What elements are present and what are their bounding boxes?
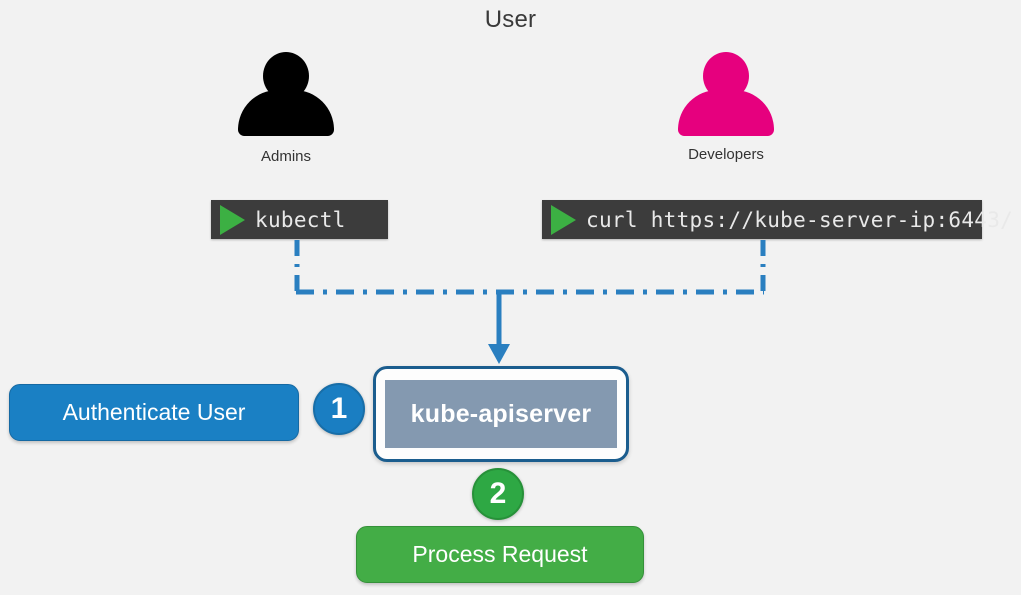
arrowhead-icon (488, 344, 510, 364)
developers-label: Developers (688, 146, 764, 163)
process-request-label: Process Request (412, 541, 588, 567)
curl-command-text: curl https://kube-server-ip:6443/ (586, 207, 1014, 232)
step-1-number: 1 (330, 392, 348, 425)
kube-apiserver-box: kube-apiserver (373, 366, 629, 462)
authenticate-user-label: Authenticate User (62, 399, 246, 425)
page-title: User (484, 6, 537, 33)
authenticate-user-button[interactable]: Authenticate User (9, 384, 299, 441)
kubectl-command-text: kubectl (255, 207, 346, 232)
admins-person-icon (238, 52, 334, 136)
step-1-badge: 1 (313, 383, 365, 435)
step-2-badge: 2 (472, 468, 524, 520)
play-triangle-icon (220, 204, 245, 235)
step-2-number: 2 (489, 477, 507, 510)
play-triangle-icon (551, 204, 576, 235)
curl-terminal-box: curl https://kube-server-ip:6443/ (542, 200, 1013, 239)
kube-apiserver-inner: kube-apiserver (385, 380, 617, 448)
process-request-button[interactable]: Process Request (356, 526, 644, 583)
person-body-icon (238, 90, 334, 136)
admins-label: Admins (260, 148, 312, 165)
kube-apiserver-label: kube-apiserver (410, 399, 592, 428)
developers-person-icon (678, 52, 774, 136)
person-body-icon (678, 90, 774, 136)
kubectl-terminal-box: kubectl (211, 200, 388, 239)
